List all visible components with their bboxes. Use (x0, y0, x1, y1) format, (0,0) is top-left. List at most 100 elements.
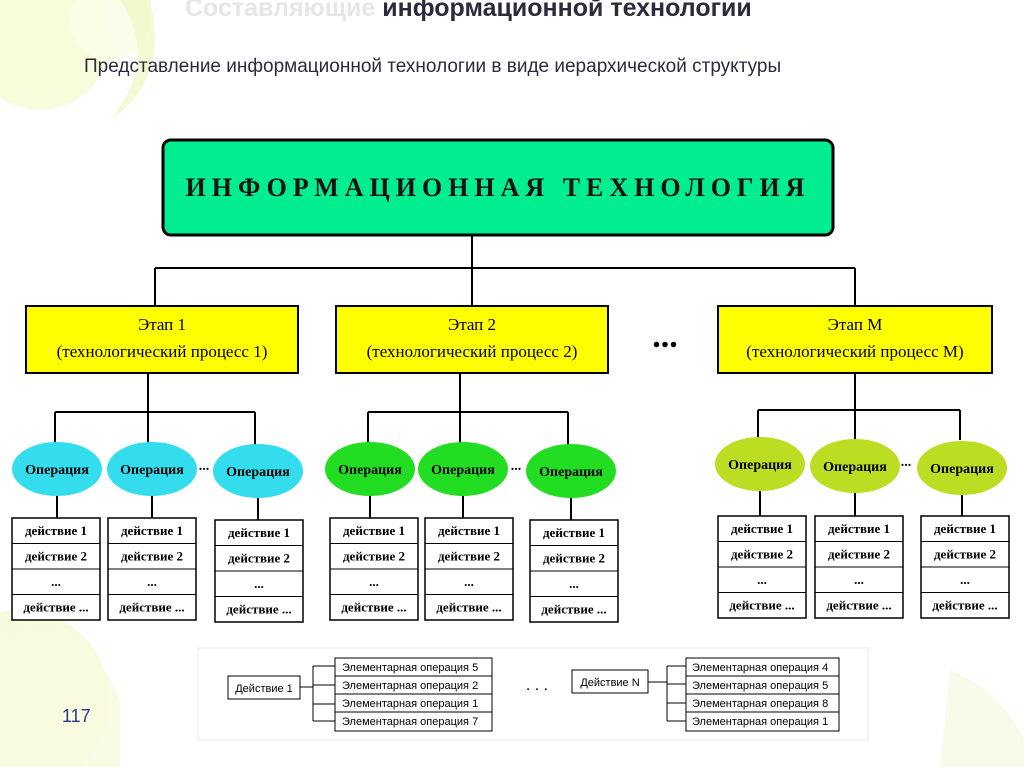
elementary-operation: Элементарная операция 8 (692, 698, 828, 710)
stage-node: Этап 2 (технологический процесс 2) (335, 305, 609, 374)
operation-node: Операция (917, 441, 1007, 495)
root-box (161, 138, 835, 237)
elementary-list: Элементарная операция 4 Элементарная опе… (685, 657, 840, 732)
action-item: действие 2 (228, 551, 290, 566)
action-item: действие 1 (228, 525, 290, 540)
action-list: действие 1 действие 2... действие ... (214, 519, 304, 623)
action-item: ... (757, 572, 767, 587)
operation-node: Операция (12, 442, 102, 496)
action-item: ... (569, 576, 579, 591)
action-item: действие ... (23, 600, 88, 615)
elementary-connectors (648, 665, 686, 722)
operation-label: Операция (431, 463, 495, 478)
operation-node: Операция (810, 439, 900, 493)
action-item: действие 2 (343, 549, 405, 564)
action-item: действие 2 (828, 547, 890, 562)
stage-node: Этап 1 (технологический процесс 1) (25, 305, 299, 374)
elementary-operations-panel: Действие 1 Элементарная операция 5 Элеме… (197, 647, 869, 741)
operation-node: Операция (526, 444, 616, 498)
operation-node: Операция (213, 444, 303, 498)
action-item: действие 1 (934, 521, 996, 536)
action-item: ... (369, 574, 379, 589)
operation-ellipsis: ... (199, 459, 210, 474)
action-item: ... (147, 574, 157, 589)
elementary-operation: Элементарная операция 5 (342, 662, 478, 674)
action-list: действие 1 действие 2... действие ... (329, 517, 419, 621)
operation-label: Операция (930, 462, 994, 477)
bottom-ellipsis: . . . (526, 677, 548, 694)
stage-ellipsis: ... (652, 318, 678, 355)
operation-label: Операция (25, 463, 89, 478)
slide-subtitle: Представление информационной технологии … (84, 56, 782, 77)
operation-label: Операция (539, 465, 603, 480)
action-item: ... (464, 574, 474, 589)
stage-box-2 (335, 305, 609, 374)
action-item: действие 2 (934, 547, 996, 562)
action-item: действие ... (932, 598, 997, 613)
stage-title-2: Этап 2 (448, 315, 496, 334)
action-item: действие 2 (25, 549, 87, 564)
operation-label: Операция (338, 463, 402, 478)
operation-ellipse (418, 442, 508, 496)
stage-subtitle-m: (технологический процесс M) (746, 342, 963, 361)
operation-ellipse (917, 441, 1007, 495)
connectors (54, 235, 963, 520)
action-item: действие ... (729, 598, 794, 613)
action-item: действие 2 (543, 551, 605, 566)
action-item: действие 2 (121, 549, 183, 564)
title-main: информационной технологии (382, 0, 752, 22)
operation-ellipse (213, 444, 303, 498)
stage-subtitle-2: (технологический процесс 2) (367, 342, 578, 361)
operation-ellipse (715, 437, 805, 491)
action-item: действие 1 (343, 523, 405, 538)
operation-label: Операция (728, 458, 792, 473)
action-box-label: Действие N (580, 677, 639, 689)
operation-node: Операция (107, 442, 197, 496)
action-item: действие 1 (25, 523, 87, 538)
operation-label: Операция (120, 463, 184, 478)
action-list: действие 1 действие 2... действие ... (11, 517, 101, 621)
action-item: действие ... (541, 602, 606, 617)
action-item: ... (51, 574, 61, 589)
title-faded: Составляющие (185, 0, 376, 22)
action-item: действие 1 (438, 523, 500, 538)
stage-subtitle-1: (технологический процесс 1) (57, 342, 268, 361)
action-item: действие ... (341, 600, 406, 615)
elementary-operation: Элементарная операция 7 (342, 716, 478, 728)
action-item: действие 2 (731, 547, 793, 562)
action-item: действие ... (226, 602, 291, 617)
elementary-connectors (300, 665, 335, 722)
operation-node: Операция (715, 437, 805, 491)
elementary-operation: Элементарная операция 5 (692, 680, 828, 692)
stage-box-1 (25, 305, 299, 374)
operation-ellipse (12, 442, 102, 496)
operation-label: Операция (226, 465, 290, 480)
operation-ellipsis: ... (901, 455, 912, 470)
elementary-operation: Элементарная операция 2 (342, 680, 478, 692)
action-item: ... (254, 576, 264, 591)
action-item: действие ... (436, 600, 501, 615)
page-number: 117 (62, 706, 91, 726)
operation-ellipse (526, 444, 616, 498)
action-item: действие 1 (731, 521, 793, 536)
operation-node: Операция (418, 442, 508, 496)
stage-title-1: Этап 1 (138, 315, 186, 334)
stage-title-m: Этап M (828, 315, 883, 334)
action-item: ... (854, 572, 864, 587)
operation-ellipse (325, 442, 415, 496)
operation-ellipse (107, 442, 197, 496)
stage-box-m (717, 305, 993, 374)
action-item: действие ... (826, 598, 891, 613)
operation-ellipsis: ... (511, 459, 522, 474)
stage-node: Этап M (технологический процесс M) (717, 305, 993, 374)
action-list: действие 1 действие 2... действие ... (717, 515, 807, 619)
action-item: действие ... (119, 600, 184, 615)
elementary-operation: Элементарная операция 1 (692, 716, 828, 728)
action-box-label: Действие 1 (235, 683, 293, 695)
root-node: ИНФОРМАЦИОННАЯ ТЕХНОЛОГИЯ (161, 138, 835, 237)
operation-node: Операция (325, 442, 415, 496)
